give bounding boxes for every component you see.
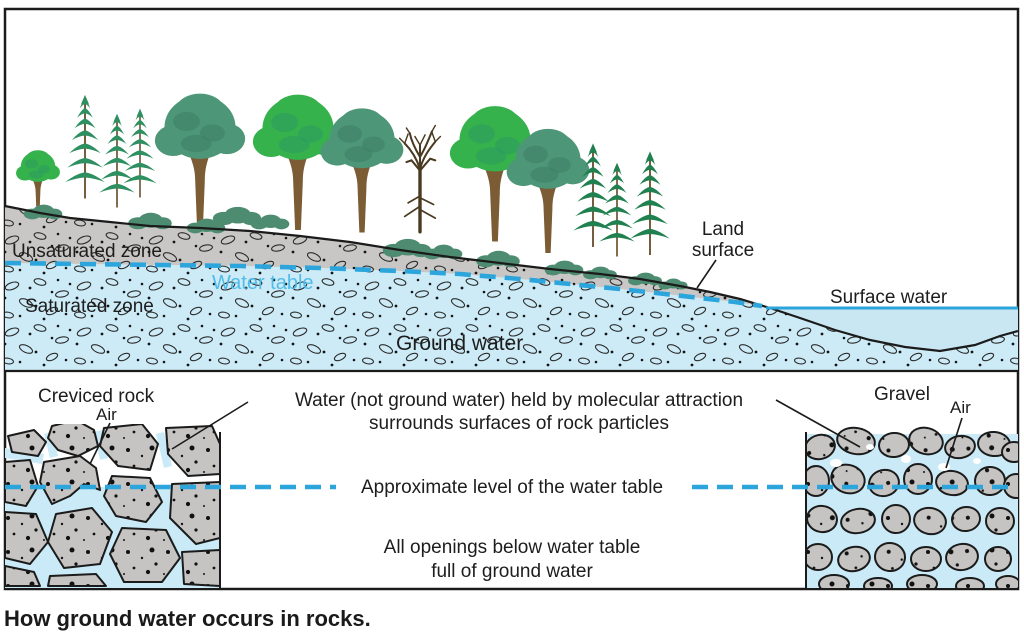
surface-water-body	[770, 308, 1018, 351]
cross-section	[5, 206, 1018, 371]
air-label-left: Air	[96, 405, 117, 424]
water-table-dashed-line	[4, 260, 763, 309]
molecular-note-leader-right	[775, 399, 861, 448]
underwater-terrain-line	[769, 306, 1019, 353]
figure-caption: How ground water occurs in rocks.	[4, 606, 371, 631]
saturated-zone-label: Saturated zone	[25, 296, 154, 317]
openings-note-line2: full of ground water	[431, 561, 593, 582]
land-surface-label: Land surface	[691, 219, 755, 262]
land-surface-line	[4, 204, 771, 310]
gravel-inset	[806, 426, 1018, 588]
openings-note-line1: All openings below water table	[383, 537, 641, 558]
surface-water-label: Surface water	[830, 287, 948, 308]
water-table-label: Water table	[212, 272, 314, 294]
gravel-label: Gravel	[874, 384, 930, 405]
air-leader-left	[89, 422, 111, 465]
creviced-rock-inset	[5, 424, 220, 588]
molecular-note-line2: surrounds surfaces of rock particles	[369, 413, 669, 434]
creviced-rock-label: Creviced rock	[38, 386, 155, 407]
molecular-note-line1: Water (not ground water) held by molecul…	[294, 390, 744, 411]
ground-water-label: Ground water	[396, 332, 524, 355]
land-surface-leader	[696, 259, 717, 289]
water-table-level-label: Approximate level of the water table	[360, 477, 664, 498]
unsaturated-zone-label: Unsaturated zone	[12, 241, 162, 262]
molecular-note-leader-left	[171, 401, 249, 450]
air-leader-right	[945, 417, 963, 469]
air-label-right: Air	[950, 398, 971, 417]
